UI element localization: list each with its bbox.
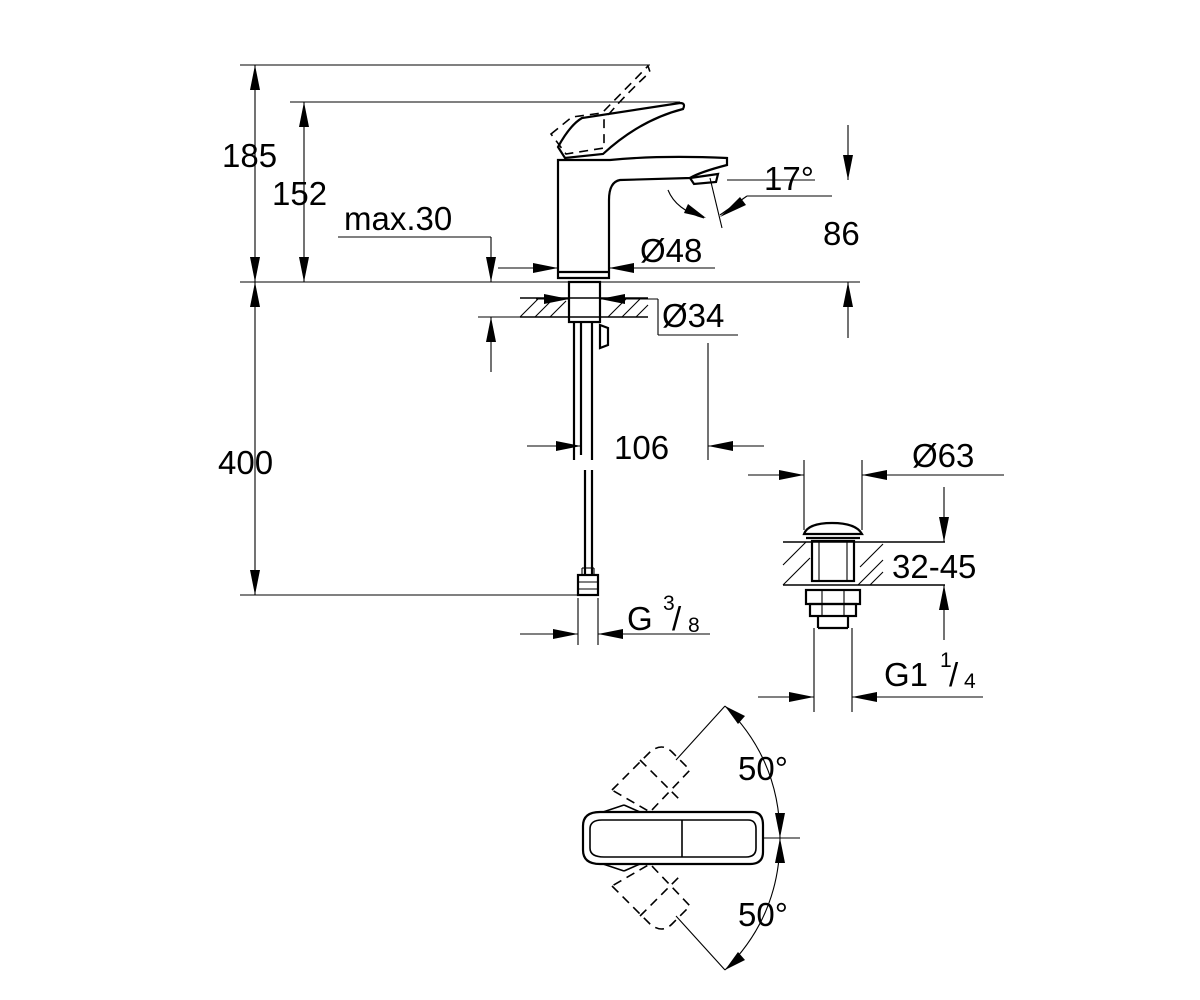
lever-top-view xyxy=(581,705,800,971)
fraction-slash-hose: / xyxy=(672,600,682,637)
label-spout-height: 86 xyxy=(823,215,860,252)
label-rotation-left: 50° xyxy=(738,750,788,787)
label-hose-connection-den: 8 xyxy=(688,614,700,637)
waste-dimensions xyxy=(748,460,1004,702)
faucet-dimensions xyxy=(240,64,860,645)
label-waste-thread: G1 xyxy=(884,656,928,693)
label-height-lever-raised: 185 xyxy=(222,137,277,174)
label-hose-connection-num: 3 xyxy=(663,592,675,615)
label-waste-diameter: Ø63 xyxy=(912,437,974,474)
label-rotation-right: 50° xyxy=(738,896,788,933)
fraction-slash-waste: / xyxy=(949,656,959,693)
label-body-diameter: Ø48 xyxy=(640,232,702,269)
label-waste-thread-den: 4 xyxy=(964,670,976,693)
waste-drain xyxy=(782,521,945,712)
label-hose-length: 400 xyxy=(218,444,273,481)
label-basin-thickness: 32-45 xyxy=(892,548,976,585)
label-spout-angle: 17° xyxy=(764,160,814,197)
label-max-deck: max.30 xyxy=(344,200,452,237)
label-waste-thread-num: 1 xyxy=(940,649,952,672)
label-reach: 106 xyxy=(614,429,669,466)
faucet-side-view xyxy=(519,64,729,597)
label-height-spout: 152 xyxy=(272,175,327,212)
label-shank-diameter: Ø34 xyxy=(662,297,724,334)
dimension-labels: 185 152 max.30 17° 86 Ø48 Ø34 400 106 G … xyxy=(218,137,976,933)
label-hose-connection: G xyxy=(627,600,653,637)
